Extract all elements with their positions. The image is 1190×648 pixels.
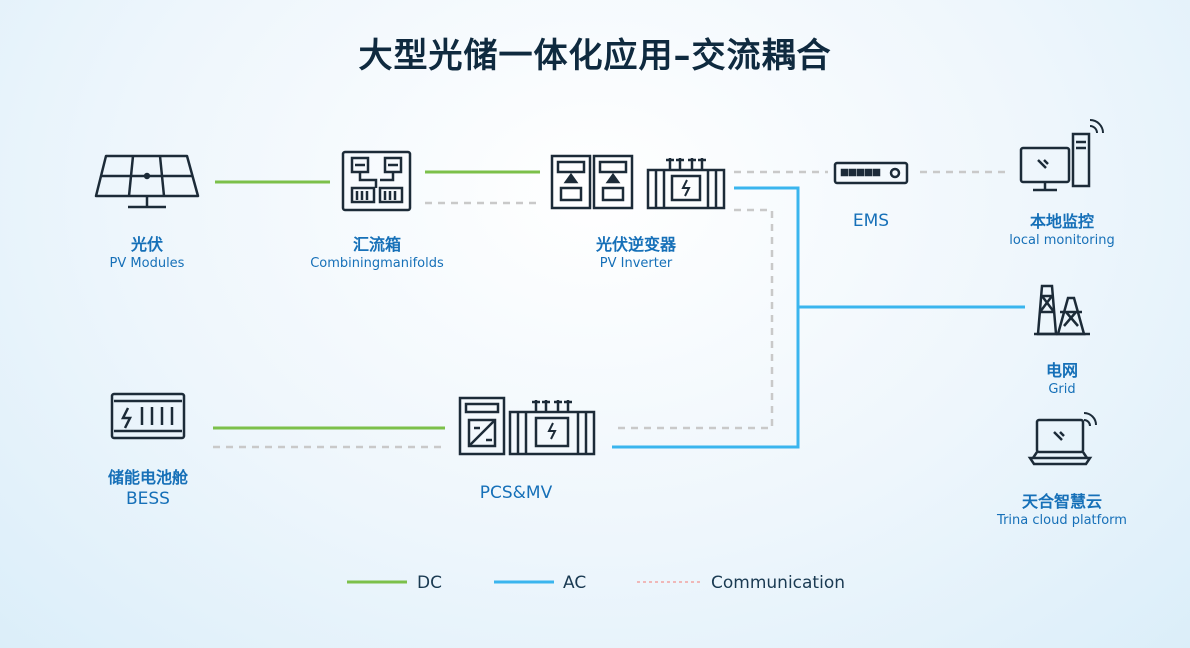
node-pv-modules: 光伏 PV Modules xyxy=(110,235,185,273)
power-tower-icon xyxy=(1034,284,1090,336)
dc-lines xyxy=(213,170,540,430)
grid-cn-label: 电网 xyxy=(1045,361,1079,380)
bess-cn-label: 储能电池舱 xyxy=(107,468,189,487)
ems-label: EMS xyxy=(852,211,890,231)
node-grid: 电网 Grid xyxy=(1046,361,1078,399)
combiner-en-label: Combiningmanifolds xyxy=(310,256,444,271)
node-local-monitoring: 本地监控 local monitoring xyxy=(1009,212,1114,250)
cloud-en-label: Trina cloud platform xyxy=(997,513,1127,528)
node-pv-inverter: 光伏逆变器 PV Inverter xyxy=(596,235,676,273)
node-cloud: 天合智慧云 Trina cloud platform xyxy=(997,492,1127,530)
pv-modules-cn-label: 光伏 xyxy=(130,235,164,254)
cloud-cn-label: 天合智慧云 xyxy=(1021,492,1102,511)
ac-line-inverter-grid xyxy=(734,186,1025,309)
local-monitoring-en-label: local monitoring xyxy=(1009,233,1115,248)
monitor-tower-icon xyxy=(1019,119,1104,192)
solar-panel-icon xyxy=(94,154,200,209)
pcs-transformer-icon xyxy=(458,396,596,456)
comm-lines xyxy=(213,170,1010,449)
pv-inverter-cn-label: 光伏逆变器 xyxy=(595,235,677,254)
inverter-icon xyxy=(550,154,726,210)
local-monitoring-cn-label: 本地监控 xyxy=(1029,212,1095,231)
ems-router-icon xyxy=(833,161,909,185)
laptop-icon xyxy=(1027,412,1097,466)
battery-container-icon xyxy=(110,392,186,440)
comm-line-inverter-pcs xyxy=(612,208,774,430)
node-combiner: 汇流箱 Combiningmanifolds xyxy=(310,235,444,273)
ac-line-pcs-grid xyxy=(612,307,800,449)
bess-en-label: BESS xyxy=(125,489,170,509)
page-title: 大型光储一体化应用–交流耦合 xyxy=(358,36,832,76)
pcs-mv-label: PCS&MV xyxy=(479,483,553,503)
pv-inverter-en-label: PV Inverter xyxy=(599,256,673,271)
combiner-cn-label: 汇流箱 xyxy=(352,235,401,254)
legend-dc-label: DC xyxy=(417,573,442,593)
node-bess: 储能电池舱 BESS xyxy=(108,468,188,510)
legend-ac-label: AC xyxy=(563,573,586,593)
pv-modules-en-label: PV Modules xyxy=(109,256,185,271)
grid-en-label: Grid xyxy=(1048,382,1076,397)
legend: DC AC Communication xyxy=(347,573,845,593)
legend-comm-label: Communication xyxy=(711,573,845,593)
ac-lines xyxy=(612,186,1025,449)
combiner-box-icon xyxy=(341,150,412,212)
